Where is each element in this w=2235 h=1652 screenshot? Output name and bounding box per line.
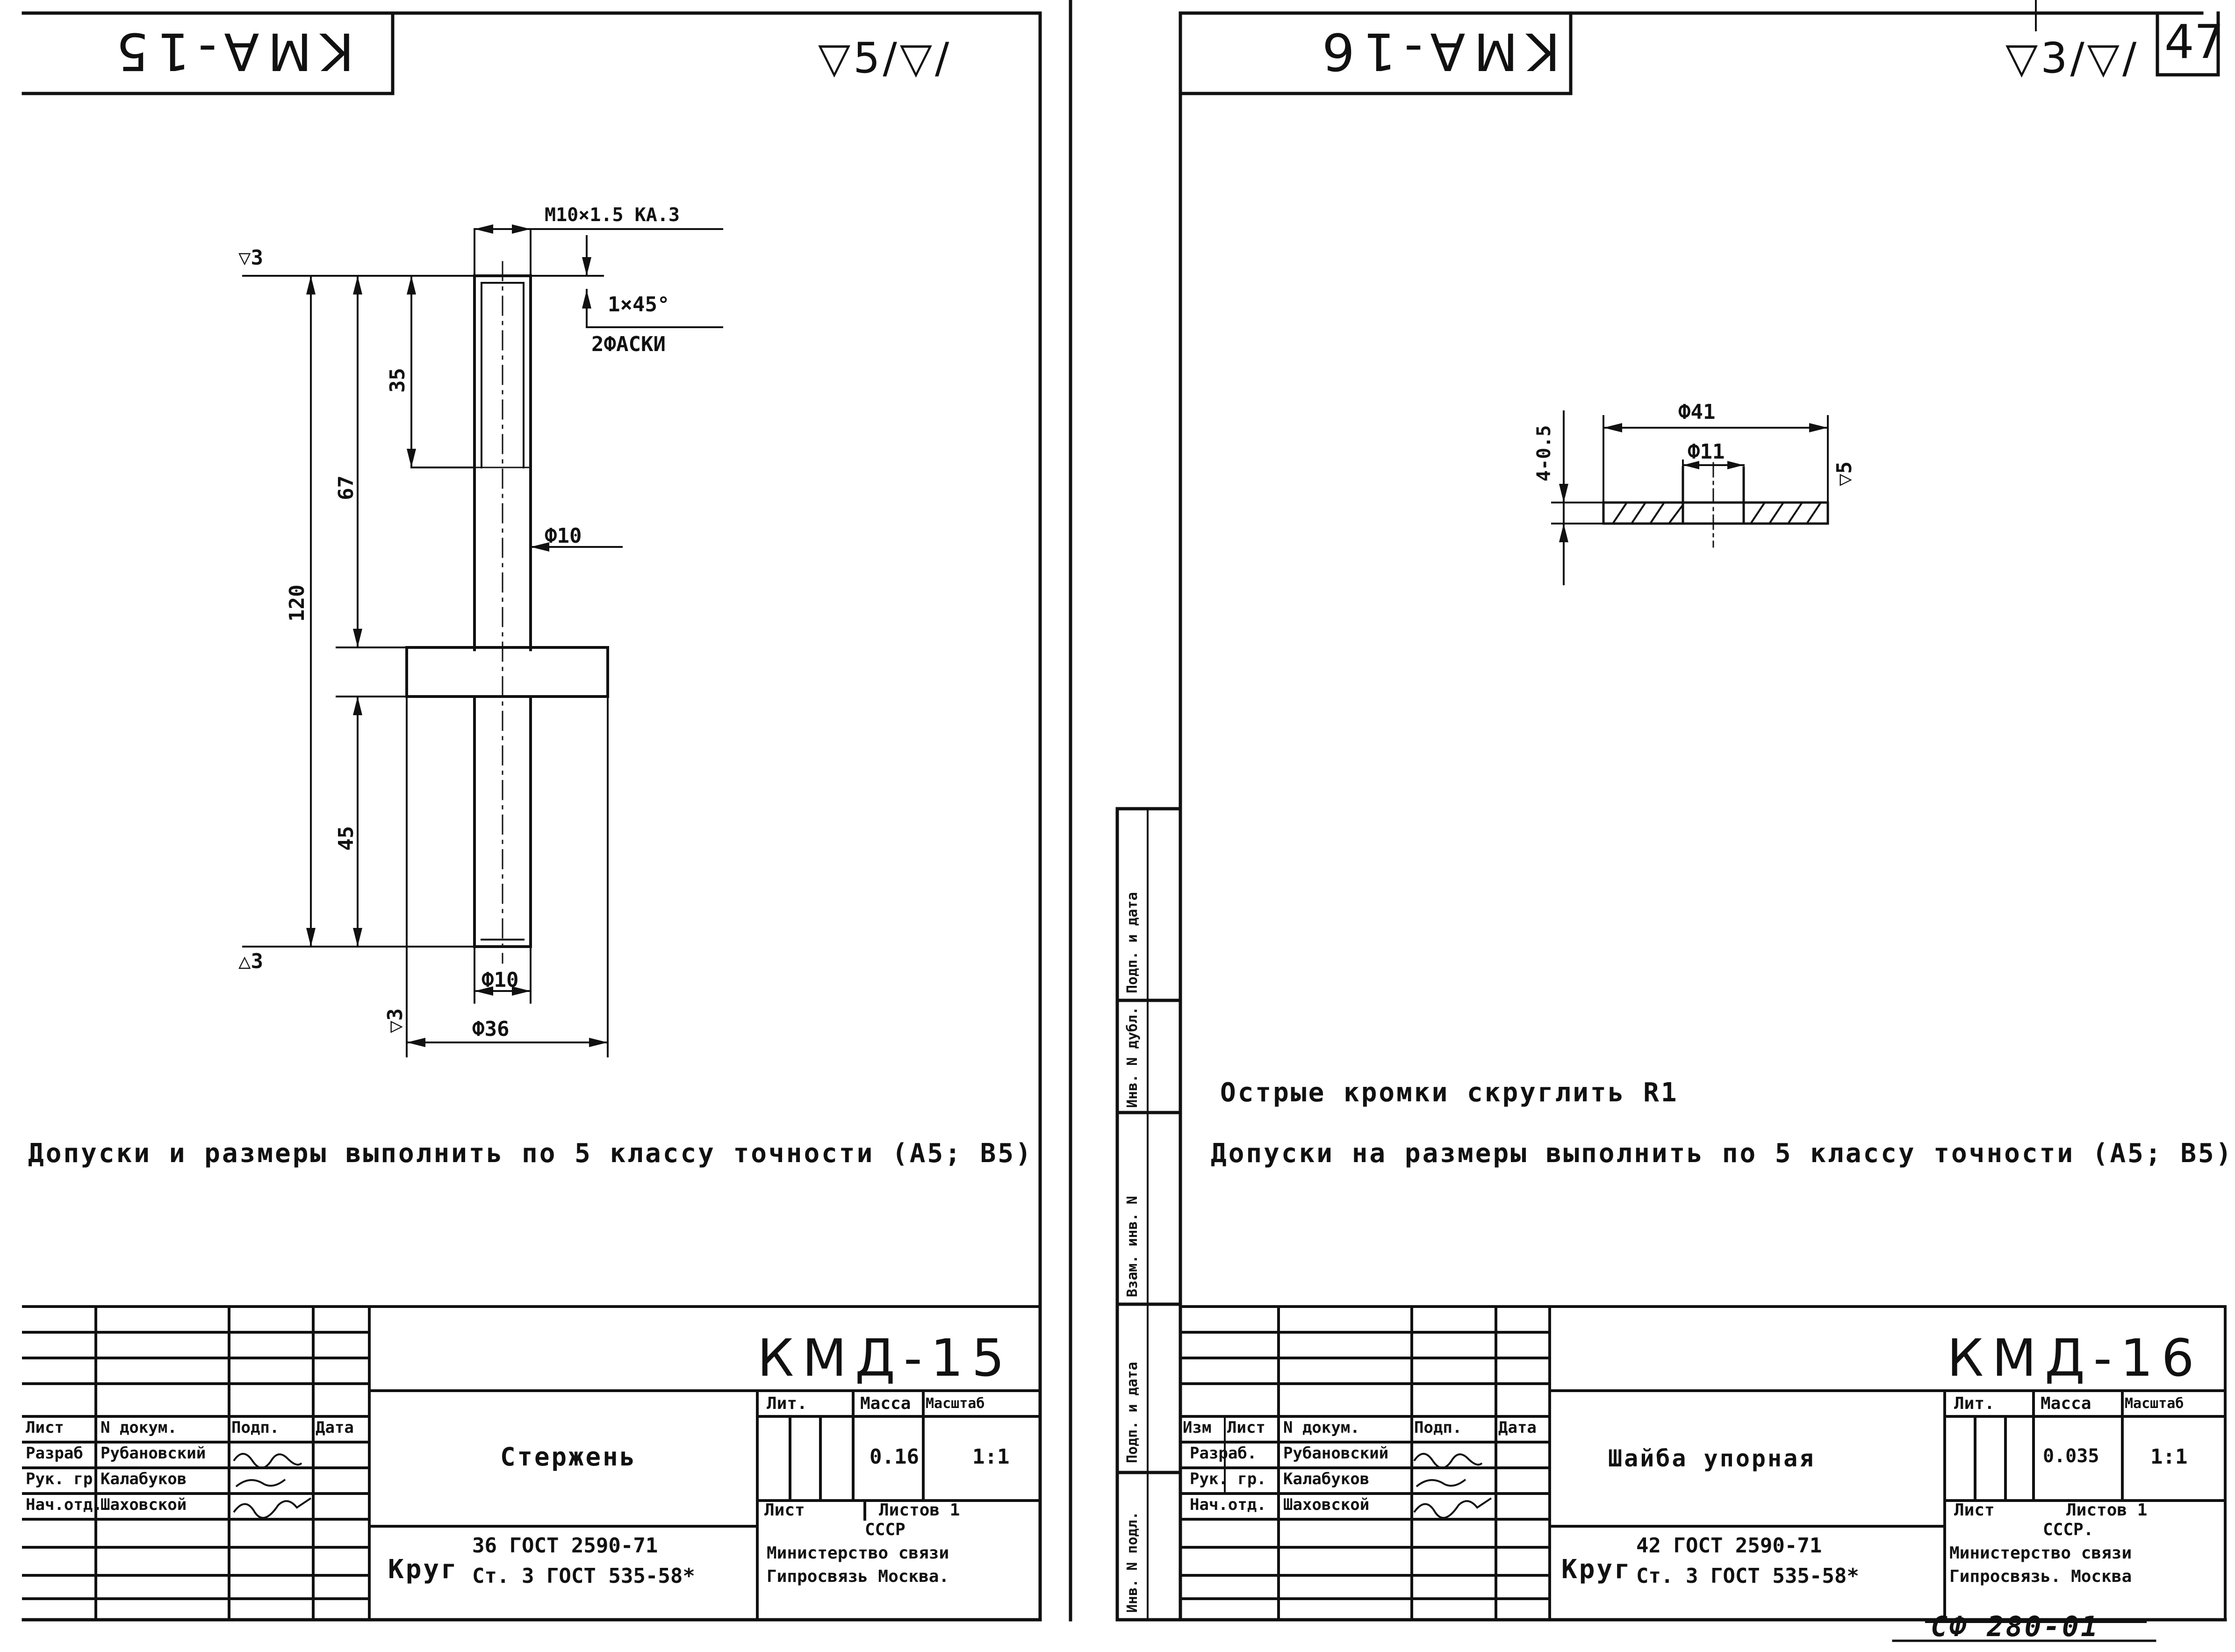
chamfer-label: 1×45° [608,293,670,316]
right-material-bottom: Ст. 3 ГОСТ 535-58* [1636,1564,1859,1588]
left-mass-label: Масса [860,1394,911,1413]
right-row-1-role: Разраб. [1190,1444,1257,1463]
phi41-label: Ф41 [1678,400,1716,424]
right-scale-label: Масштаб [2125,1395,2184,1412]
left-title-code: КМД-15 [757,1328,1013,1388]
right-roughness-mark: ▽3/▽/ [2005,34,2140,83]
left-material-prefix: Круг [388,1554,459,1585]
dim-45: 45 [334,826,358,851]
dim-35: 35 [386,368,410,393]
thread-label: M10×1.5 KA.3 [545,204,680,226]
left-scale-label: Масштаб [926,1395,985,1412]
right-material-top: 42 ГОСТ 2590-71 [1636,1534,1822,1558]
left-row-1-name: Рубановский [101,1444,206,1463]
dim-67: 67 [334,475,358,500]
washer-dimensions [1551,410,1829,585]
right-row-0-date: Дата [1498,1418,1537,1437]
left-sheet-label: Лист [764,1501,805,1520]
right-org-1: СССР. [2043,1520,2094,1539]
dim-120: 120 [285,584,309,622]
left-row-2-name: Калабуков [101,1470,187,1488]
right-row-0-sign: Подп. [1414,1418,1462,1437]
left-part-name: Стержень [500,1442,637,1472]
right-tolerance-note: Допуски на размеры выполнить по 5 классу… [1211,1138,2234,1169]
left-row-0-sign: Подп. [231,1418,280,1437]
right-row-1-name: Рубановский [1283,1444,1389,1463]
left-roughness-mark: ▽5/▽/ [818,34,952,83]
left-scale-value: 1:1 [972,1445,1010,1469]
left-row-0-date: Дата [316,1418,354,1437]
washer-arrowheads [1559,423,1828,542]
right-lit-label: Лит. [1954,1394,1995,1413]
left-sheets-label: Листов 1 [879,1501,960,1520]
rod-arrowheads [306,224,608,1047]
right-row-0-sheet: Лист [1227,1418,1265,1437]
left-signatures [233,1453,312,1519]
left-tolerance-note: Допуски и размеры выполнить по 5 классу … [28,1138,1033,1169]
washer-drawing [1602,466,1829,525]
phi10-bottom-label: Ф10 [481,968,519,992]
right-sheet-label: Лист [1954,1501,1995,1520]
right-title-code: КМД-16 [1947,1328,2203,1388]
left-row-0-name: N докум. [101,1418,177,1437]
left-frame [22,11,1042,1622]
right-signatures [1413,1453,1492,1519]
right-edge-note: Острые кромки скруглить R1 [1220,1077,1679,1108]
left-material-bottom: Ст. 3 ГОСТ 535-58* [472,1564,695,1588]
chamfer-note: 2ФАСКИ [591,332,666,356]
footer-code: СФ 280-01 [1931,1610,2100,1643]
right-org-2: Министерство связи [1949,1544,2132,1563]
page-number: 47 [2164,14,2224,69]
right-row-3-name: Шаховской [1283,1495,1370,1514]
washer-rough-mark: ▽5 [1833,461,1856,486]
rough-side-mark: ▽3 [383,1008,407,1033]
left-row-3-name: Шаховской [101,1495,187,1514]
side-label-4: Подп. и дата [1124,892,1141,993]
left-lit-label: Лит. [767,1394,807,1413]
left-mass-value: 0.16 [870,1445,919,1469]
right-mass-value: 0.035 [2043,1445,2099,1467]
rod-drawing [405,261,609,964]
right-mass-label: Масса [2041,1394,2091,1413]
left-title-block [22,1305,1042,1621]
phi11-label: Ф11 [1688,440,1725,464]
left-org-1: СССР [865,1520,905,1539]
right-scale-value: 1:1 [2150,1445,2188,1469]
washer-hatch [1611,501,1822,525]
right-title-block [1179,1305,2227,1621]
left-org-3: Гипросвязь Москва. [767,1567,949,1586]
right-row-0-role: Изм [1183,1418,1212,1437]
rough-top-mark: ▽3 [238,246,263,270]
left-org-2: Министерство связи [767,1544,949,1563]
side-label-1: Подп. и дата [1124,1362,1141,1463]
thickness-label: 4-0.5 [1533,425,1555,481]
left-corner-stamp: KMA-15 [108,22,354,81]
left-row-3-role: Нач.отд. [26,1495,102,1514]
right-material-prefix: Круг [1561,1554,1632,1585]
left-row-2-role: Рук. гр [26,1470,93,1488]
left-row-0-role: Лист [26,1418,64,1437]
phi36-label: Ф36 [472,1017,510,1041]
rough-bottom-mark: △3 [238,949,263,973]
right-sheets-label: Листов 1 [2066,1501,2148,1520]
side-label-3: Инв. N дубл. [1124,1006,1141,1108]
side-label-2: Взам. инв. N [1124,1196,1141,1297]
right-corner-stamp: KMA-16 [1314,22,1560,81]
left-material-top: 36 ГОСТ 2590-71 [472,1534,658,1558]
right-row-2-name: Калабуков [1283,1470,1370,1488]
right-row-2-role: Рук. гр. [1190,1470,1266,1488]
right-row-3-role: Нач.отд. [1190,1495,1266,1514]
left-row-1-role: Разраб [26,1444,83,1463]
phi10-mid-label: Ф10 [545,524,582,548]
right-frame [1115,0,2227,1622]
right-org-3: Гипросвязь. Москва [1949,1567,2132,1586]
side-label-0: Инв. N подл. [1124,1511,1141,1613]
right-part-name: Шайба упорная [1608,1445,1816,1472]
right-row-0-name: N докум. [1283,1418,1360,1437]
